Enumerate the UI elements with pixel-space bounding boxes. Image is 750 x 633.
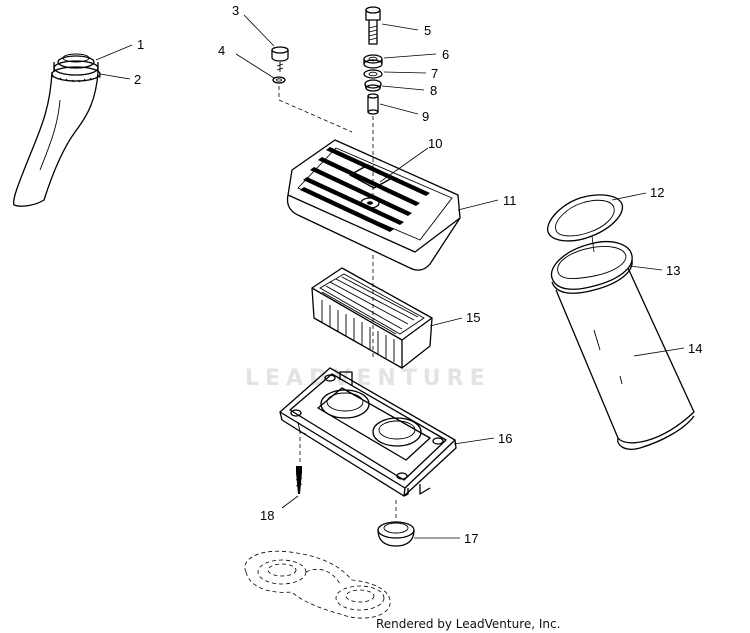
duct-seal: [550, 241, 633, 294]
callout-18: 18: [260, 508, 274, 523]
watermark-text: LEADVENTURE: [245, 366, 491, 391]
duct-clamp-ring: [547, 194, 624, 242]
callout-10: 10: [428, 136, 442, 151]
callout-15: 15: [466, 310, 480, 325]
stud-bolt: [365, 6, 381, 45]
callout-17: 17: [464, 531, 478, 546]
air-box-cover: [286, 139, 461, 271]
callout-7: 7: [431, 66, 438, 81]
grommet: [364, 79, 382, 92]
flat-washer: [363, 69, 383, 79]
callout-2: 2: [134, 72, 141, 87]
callout-13: 13: [666, 263, 680, 278]
callout-1: 1: [137, 37, 144, 52]
callout-11: 11: [503, 193, 517, 208]
ring-assembly-line: [591, 235, 595, 253]
mounting-screw: [295, 466, 303, 494]
cover-knob: [271, 46, 289, 72]
rubber-boot: [377, 521, 415, 547]
callout-labels: 1 2 3 4 5 6 7 8 9 10 11 12 13 14 15 16 1…: [134, 3, 702, 546]
callout-6: 6: [442, 47, 449, 62]
knob-assembly-line: [278, 86, 353, 133]
knob-washer: [272, 76, 286, 84]
callout-4: 4: [218, 43, 225, 58]
callout-8: 8: [430, 83, 437, 98]
credit-text: Rendered by LeadVenture, Inc.: [376, 617, 560, 631]
lock-nut: [363, 54, 383, 69]
callout-9: 9: [422, 109, 429, 124]
throttle-body-phantom: [244, 550, 391, 619]
callout-12: 12: [650, 185, 664, 200]
outlet-duct: [555, 267, 695, 450]
callout-16: 16: [498, 431, 512, 446]
callout-3: 3: [232, 3, 239, 18]
callout-14: 14: [688, 341, 702, 356]
air-filter-element: [311, 267, 433, 369]
callout-5: 5: [424, 23, 431, 38]
intake-elbow-tube: [12, 53, 99, 207]
leader-lines: [95, 14, 685, 539]
spacer-sleeve: [367, 93, 379, 115]
air-box-base: [279, 367, 457, 497]
